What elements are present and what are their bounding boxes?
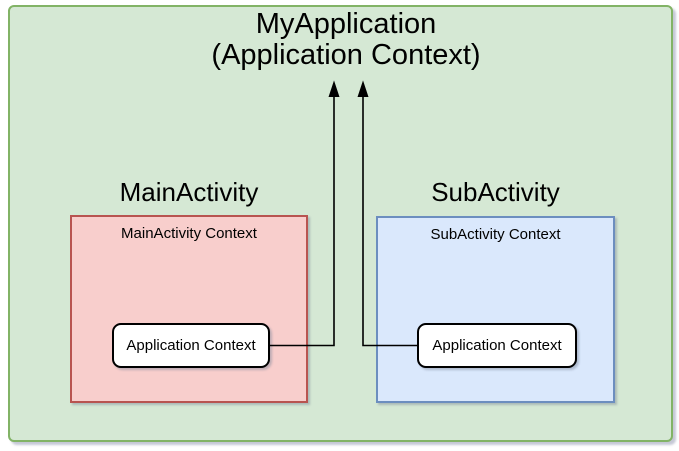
application-title: MyApplication (Application Context) <box>146 9 546 71</box>
main-application-context-node: Application Context <box>112 323 270 368</box>
application-title-line2: (Application Context) <box>211 39 481 71</box>
sub-activity-heading: SubActivity <box>431 177 560 207</box>
main-activity-box: MainActivity Context <box>70 215 308 403</box>
sub-application-context-node-label: Application Context <box>432 337 562 354</box>
main-activity-heading: MainActivity <box>119 177 259 207</box>
sub-activity-box: SubActivity Context <box>376 216 615 403</box>
main-application-context-node-label: Application Context <box>126 337 256 354</box>
main-activity-context-label: MainActivity Context <box>121 225 257 242</box>
sub-application-context-node: Application Context <box>417 323 577 368</box>
sub-activity-context-label: SubActivity Context <box>430 226 561 243</box>
application-title-line1: MyApplication <box>255 8 437 40</box>
